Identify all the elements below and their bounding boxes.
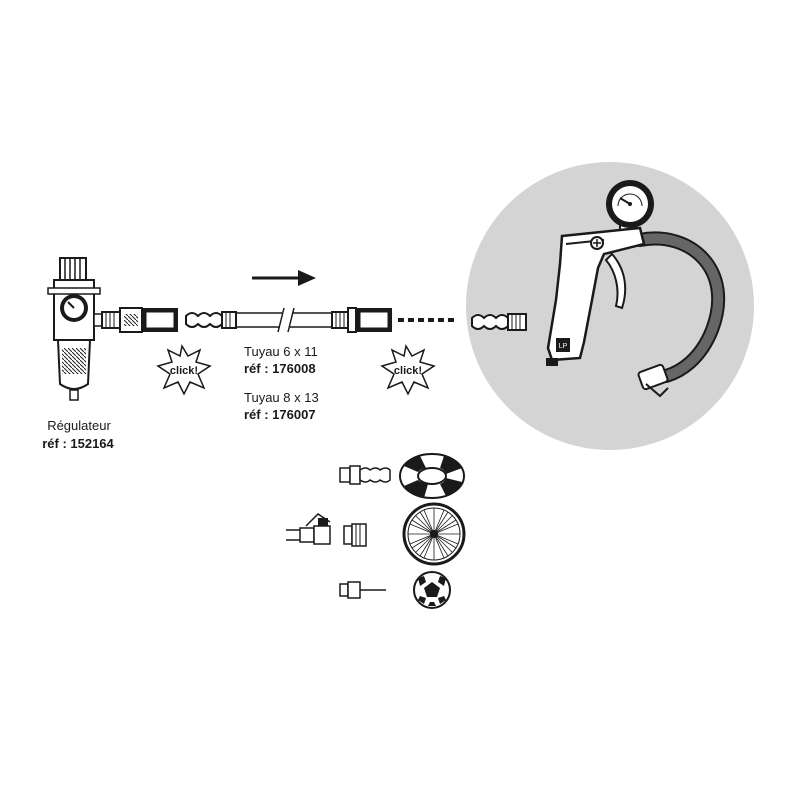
swim-ring-icon (399, 453, 465, 499)
hose-2-ref: réf : 176007 (244, 407, 316, 422)
air-chuck (637, 363, 669, 398)
click-label-right: click! (394, 365, 422, 377)
coupler-left (101, 307, 178, 333)
spoked-wheel-icon (402, 502, 466, 566)
hose-1-ref: réf : 176008 (244, 361, 316, 376)
plug-nipple (185, 311, 237, 329)
regulator-icon (47, 257, 103, 401)
valve-connector-icon (286, 513, 367, 547)
gun-body (546, 226, 646, 362)
inflator-gun-group: LP (466, 162, 754, 450)
football-icon (413, 571, 451, 609)
coupler-right (331, 307, 392, 333)
gun-badge-text: LP (559, 343, 568, 350)
click-label-left: click! (170, 365, 198, 377)
gun-trigger (604, 252, 627, 310)
highlight-circle (466, 162, 754, 450)
air-hose (236, 307, 332, 333)
regulator-ref: réf : 152164 (42, 436, 114, 451)
needle-adapter-icon (339, 581, 386, 599)
pressure-gauge (606, 180, 654, 233)
gun-inlet-coupler (471, 313, 527, 331)
arrow-right-icon (252, 270, 316, 286)
hose-2-name: Tuyau 8 x 13 (244, 390, 319, 405)
click-badge-left: click! (156, 343, 212, 396)
gun-badge (556, 338, 570, 352)
regulator-name: Régulateur (47, 418, 111, 433)
hose-1-name: Tuyau 6 x 11 (244, 344, 318, 359)
click-badge-right: click! (380, 343, 436, 396)
hose-nozzle-icon (339, 465, 391, 485)
